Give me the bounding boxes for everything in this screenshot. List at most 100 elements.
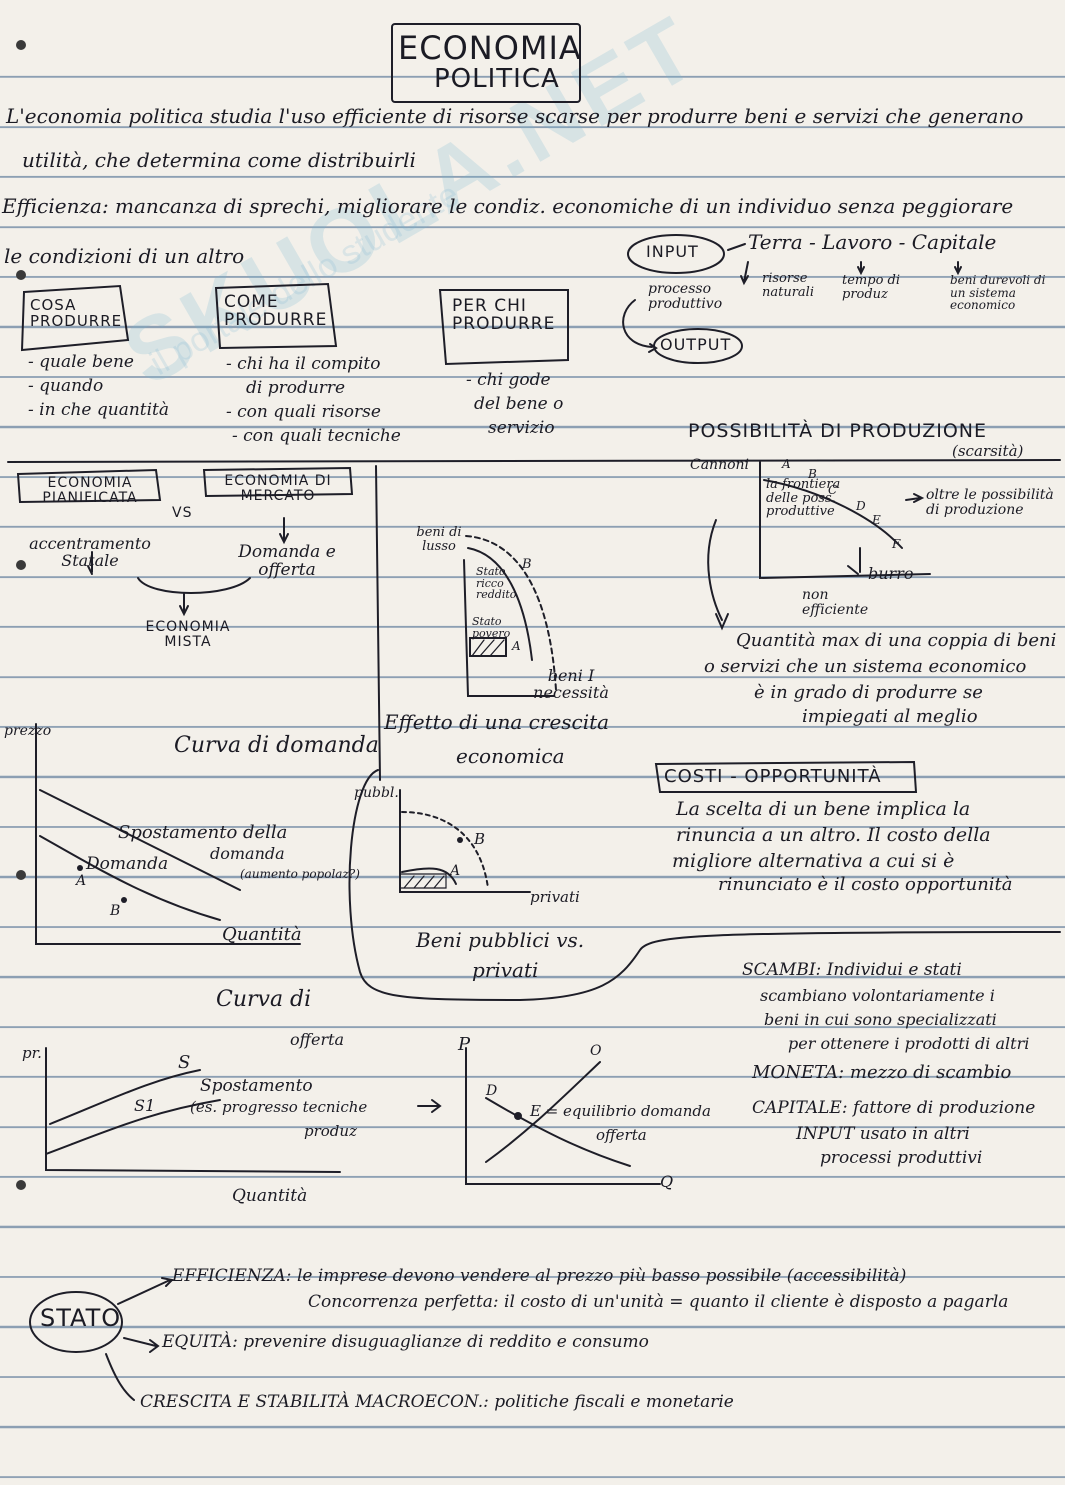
scambi-3: beni in cui sono specializzati <box>764 1010 997 1029</box>
equilibrio-e: E = equilibrio domanda <box>530 1102 711 1120</box>
domanda-point-b: B <box>110 903 121 919</box>
offerta-shift3: produz <box>304 1122 357 1140</box>
capitale-def1: CAPITALE: fattore di produzione <box>752 1098 1036 1118</box>
stato-ricco-label: Stato ricco reddito <box>476 565 517 602</box>
equilibrio-d: D <box>486 1083 498 1099</box>
offerta-title2: offerta <box>290 1030 345 1049</box>
scambi-2: scambiano volontariamente i <box>760 986 995 1005</box>
stato-label: STATO <box>40 1304 122 1332</box>
equilibrio-q: Q <box>660 1172 674 1191</box>
cosa-item-3: - in che quantità <box>28 400 170 420</box>
privati-axis: privati <box>530 888 580 906</box>
beni-point-a: A <box>512 639 521 653</box>
factors-label: Terra - Lavoro - Capitale <box>748 230 997 254</box>
capitale-def2: INPUT usato in altri <box>796 1124 970 1144</box>
domanda-point-a: A <box>76 873 87 889</box>
title-line1: ECONOMIA <box>398 29 582 67</box>
domanda-curve-label: Domanda <box>86 854 169 874</box>
economia-mercato: ECONOMIA DI MERCATO <box>224 473 332 504</box>
intro-eff2: le condizioni di un altro <box>4 244 245 268</box>
economia-pianificata: ECONOMIA PIANIFICATA <box>42 475 138 506</box>
cosa-produrre: COSA PRODURRE <box>30 296 123 330</box>
stato-concorrenza: Concorrenza perfetta: il costo di un'uni… <box>308 1292 1009 1312</box>
output-label: OUTPUT <box>660 335 732 354</box>
non-efficiente: non efficiente <box>802 587 869 618</box>
offerta-shift1: Spostamento <box>200 1076 313 1096</box>
binding-hole <box>16 560 26 570</box>
possibilita-desc1: Quantità max di una coppia di beni <box>736 630 1057 651</box>
pubblici-axis: pubbl. <box>354 785 399 801</box>
vs-label: VS <box>172 505 193 521</box>
capitale-def3: processi produttivi <box>820 1148 983 1168</box>
economia-mista: ECONOMIA MISTA <box>145 619 231 650</box>
offerta-s1: S1 <box>134 1096 156 1115</box>
prezzo-axis: prezzo <box>4 723 52 739</box>
come-item-4: - con quali tecniche <box>232 426 401 446</box>
note-beni: beni durevoli di un sistema economico <box>950 273 1046 313</box>
scambi-4: per ottenere i prodotti di altri <box>788 1034 1030 1053</box>
point-d: D <box>856 499 866 513</box>
accentramento-statale: accentramento Statale <box>29 534 151 570</box>
costi-line3: migliore alternativa a cui si è <box>672 850 955 872</box>
costi-title: COSTI - OPPORTUNITÀ <box>664 766 882 787</box>
binding-hole <box>16 40 26 50</box>
domanda-shift3: (aumento popolaz?) <box>240 867 360 881</box>
perchi-item-1: - chi gode <box>466 370 551 390</box>
stato-efficienza: EFFICIENZA: le imprese devono vendere al… <box>172 1266 907 1286</box>
binding-hole <box>16 270 26 280</box>
moneta-def: MONETA: mezzo di scambio <box>752 1062 1012 1083</box>
scambi-1: SCAMBI: Individui e stati <box>742 960 962 980</box>
note-tempo: tempo di produz <box>842 273 901 302</box>
note-risorse: risorse naturali <box>762 271 814 300</box>
point-f: F <box>892 537 901 551</box>
crescita-point-a: A <box>450 863 461 879</box>
equilibrio-e2: offerta <box>596 1126 647 1144</box>
come-item-1: - chi ha il compito <box>226 354 381 374</box>
come-item-2: di produrre <box>246 378 346 398</box>
domanda-offerta: Domanda e offerta <box>238 542 336 580</box>
crescita-title1: Effetto di una crescita <box>384 710 610 734</box>
beni-necessita-axis: beni I necessità <box>533 666 609 702</box>
perchi-item-3: servizio <box>488 418 555 438</box>
oltre-possibilita: oltre le possibilità di produzione <box>926 487 1054 518</box>
title-line2: POLITICA <box>434 64 560 94</box>
beni-lusso-axis: beni di lusso <box>416 525 462 554</box>
offerta-x-axis: Quantità <box>232 1186 308 1206</box>
offerta-s: S <box>178 1052 191 1073</box>
intro-def1: L'economia politica studia l'uso efficie… <box>6 104 1024 128</box>
crescita-title2: economica <box>456 744 565 768</box>
crescita-point-b: B <box>474 830 486 848</box>
costi-line1: La scelta di un bene implica la <box>676 798 971 820</box>
crescita-caption2: privati <box>472 958 539 982</box>
perchi-item-2: del bene o <box>474 394 564 414</box>
process-label: processo produttivo <box>648 281 723 312</box>
point-a: A <box>782 457 791 471</box>
stato-crescita: CRESCITA E STABILITÀ MACROECON.: politic… <box>140 1392 734 1412</box>
possibilita-desc3: è in grado di produrre se <box>754 682 983 703</box>
binding-hole <box>16 1180 26 1190</box>
point-b: B <box>808 467 817 481</box>
cosa-item-2: - quando <box>28 376 104 396</box>
domanda-title: Curva di domanda <box>174 733 379 758</box>
domanda-x-axis: Quantità <box>222 924 302 945</box>
possibilita-desc2: o servizi che un sistema economico <box>704 656 1027 677</box>
crescita-caption1: Beni pubblici vs. <box>416 928 585 952</box>
costi-line4: rinunciato è il costo opportunità <box>718 874 1013 895</box>
binding-hole <box>16 870 26 880</box>
input-label: INPUT <box>646 242 699 261</box>
cannoni-axis: Cannoni <box>690 457 750 473</box>
stato-povero-label: Stato povero <box>472 615 511 640</box>
cosa-item-1: - quale bene <box>28 352 134 372</box>
offerta-title1: Curva di <box>216 987 312 1012</box>
domanda-shift1: Spostamento della <box>118 822 288 843</box>
possibilita-sub: (scarsità) <box>952 442 1024 460</box>
equilibrio-p: P <box>458 1034 471 1055</box>
equilibrio-o: O <box>590 1043 602 1059</box>
per-chi-produrre: PER CHI PRODURRE <box>452 296 556 334</box>
intro-eff1: Efficienza: mancanza di sprechi, miglior… <box>2 194 1014 218</box>
possibilita-desc4: impiegati al meglio <box>802 706 978 727</box>
offerta-y-axis: pr. <box>22 1044 42 1062</box>
come-produrre: COME PRODURRE <box>224 292 328 330</box>
possibilita-title: POSSIBILITÀ DI PRODUZIONE <box>688 420 988 442</box>
